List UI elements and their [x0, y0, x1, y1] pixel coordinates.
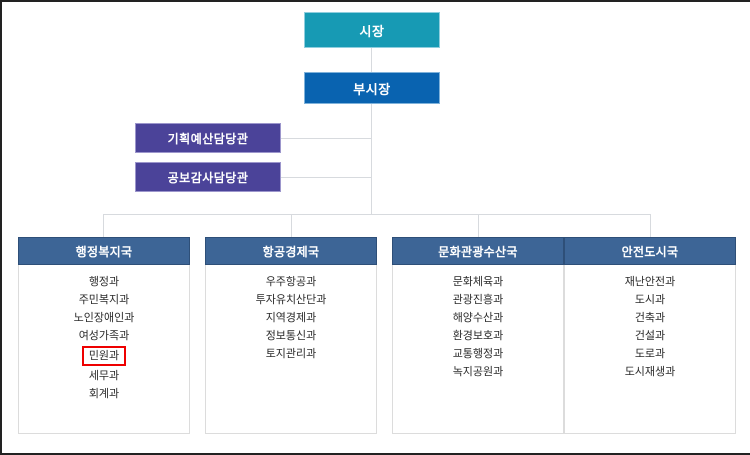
node-mayor[interactable]: 시장: [304, 12, 440, 48]
bureau-division-list-3: 문화체육과 관광진흥과 해양수산과 환경보호과 교통행정과 녹지공원과: [392, 265, 564, 434]
node-vice-mayor[interactable]: 부시장: [304, 72, 440, 104]
division-item[interactable]: 투자유치산단과: [255, 293, 327, 306]
connector-drop-bureau-4: [650, 214, 651, 237]
division-item[interactable]: 문화체육과: [452, 275, 504, 288]
node-staff-office-planning-budget-label: 기획예산담당관: [167, 131, 249, 146]
connector-drop-bureau-2: [291, 214, 292, 237]
bureau-header-4[interactable]: 안전도시국: [564, 237, 736, 265]
bureau-header-1-label: 행정복지국: [75, 244, 133, 259]
connector-staff-office-2: [281, 177, 372, 178]
bureau-header-2-label: 항공경제국: [262, 244, 320, 259]
node-staff-office-planning-budget[interactable]: 기획예산담당관: [135, 123, 281, 153]
bureau-column-2: 항공경제국 우주항공과 투자유치산단과 지역경제과 정보통신과 토지관리과: [205, 237, 377, 434]
connector-vice-spine: [371, 104, 372, 215]
division-item[interactable]: 토지관리과: [265, 347, 317, 360]
division-item-highlighted[interactable]: 민원과: [81, 346, 127, 366]
bureau-header-3-label: 문화관광수산국: [438, 244, 518, 259]
division-item[interactable]: 정보통신과: [265, 329, 317, 342]
division-item[interactable]: 환경보호과: [452, 329, 504, 342]
division-item[interactable]: 주민복지과: [78, 293, 130, 306]
node-staff-office-pr-audit-label: 공보감사담당관: [167, 170, 249, 185]
bureau-division-list-4: 재난안전과 도시과 건축과 건설과 도로과 도시재생과: [564, 265, 736, 434]
connector-drop-bureau-3: [478, 214, 479, 237]
division-item[interactable]: 도시과: [634, 293, 666, 306]
division-item[interactable]: 교통행정과: [452, 347, 504, 360]
bureau-header-1[interactable]: 행정복지국: [18, 237, 190, 265]
connector-staff-office-1: [281, 138, 372, 139]
division-item[interactable]: 도시재생과: [624, 365, 676, 378]
division-item[interactable]: 노인장애인과: [73, 311, 135, 324]
bureau-header-4-label: 안전도시국: [621, 244, 679, 259]
node-staff-office-pr-audit[interactable]: 공보감사담당관: [135, 162, 281, 192]
connector-drop-bureau-1: [103, 214, 104, 237]
bureau-division-list-2: 우주항공과 투자유치산단과 지역경제과 정보통신과 토지관리과: [205, 265, 377, 434]
division-item[interactable]: 건설과: [634, 329, 666, 342]
division-item[interactable]: 녹지공원과: [452, 365, 504, 378]
division-item[interactable]: 지역경제과: [265, 311, 317, 324]
division-item[interactable]: 관광진흥과: [452, 293, 504, 306]
connector-bureau-bus: [103, 214, 650, 215]
bureau-header-2[interactable]: 항공경제국: [205, 237, 377, 265]
division-item[interactable]: 재난안전과: [624, 275, 676, 288]
bureau-header-3[interactable]: 문화관광수산국: [392, 237, 564, 265]
division-item[interactable]: 회계과: [88, 387, 120, 400]
node-vice-mayor-label: 부시장: [353, 82, 391, 98]
division-item[interactable]: 우주항공과: [265, 275, 317, 288]
bureau-column-4: 안전도시국 재난안전과 도시과 건축과 건설과 도로과 도시재생과: [564, 237, 736, 434]
bureau-column-1: 행정복지국 행정과 주민복지과 노인장애인과 여성가족과 민원과 세무과 회계과: [18, 237, 190, 434]
division-item[interactable]: 건축과: [634, 311, 666, 324]
division-item[interactable]: 도로과: [634, 347, 666, 360]
division-item[interactable]: 여성가족과: [78, 329, 130, 342]
division-item[interactable]: 행정과: [88, 275, 120, 288]
bureau-division-list-1: 행정과 주민복지과 노인장애인과 여성가족과 민원과 세무과 회계과: [18, 265, 190, 434]
division-item[interactable]: 세무과: [88, 369, 120, 382]
node-mayor-label: 시장: [359, 24, 385, 40]
bureau-column-3: 문화관광수산국 문화체육과 관광진흥과 해양수산과 환경보호과 교통행정과 녹지…: [392, 237, 564, 434]
division-item[interactable]: 해양수산과: [452, 311, 504, 324]
connector-mayor-to-vice: [371, 48, 372, 72]
